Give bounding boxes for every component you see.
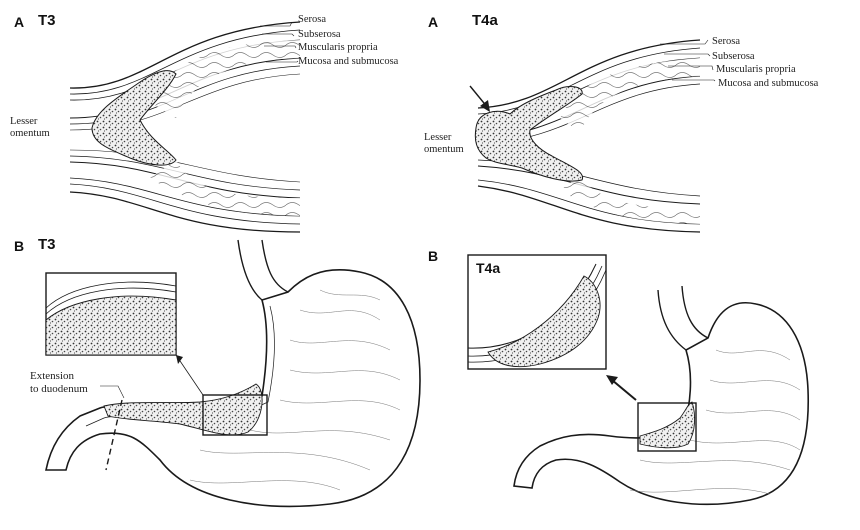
lesser-omentum-label-left: Lesser omentum (10, 116, 50, 140)
layer-label-serosa: Serosa (712, 36, 740, 47)
arrow-icon (469, 85, 490, 112)
layer-label-subserosa: Subserosa (298, 29, 341, 40)
layer-label-mucosa: Mucosa and submucosa (718, 78, 819, 89)
t3-stomach (45, 239, 421, 508)
lesser-omentum-line1: Lesser (424, 132, 452, 143)
lesser-omentum-line2: omentum (10, 128, 50, 139)
layer-label-mucosa: Mucosa and submucosa (298, 56, 399, 67)
layer-label-subserosa: Subserosa (712, 51, 755, 62)
t4a-detail-box (637, 402, 697, 452)
lesser-omentum-label-right: Lesser omentum (424, 132, 464, 156)
t3-detail-box (202, 394, 268, 436)
lesser-omentum-line2: omentum (424, 144, 464, 155)
duodenum-boundary-line (105, 399, 123, 471)
extension-to-duodenum-label: Extension to duodenum (30, 370, 88, 396)
layer-label-muscularis: Muscularis propria (716, 64, 796, 75)
panel-title-t4a-top: T4a (472, 12, 498, 29)
panel-letter-a-right: A (428, 14, 439, 30)
tumor-mass (103, 383, 263, 436)
panel-title-t3-top: T3 (38, 12, 56, 29)
t3-wall-section (69, 21, 301, 233)
arrow-icon (606, 375, 637, 401)
extension-line2: to duodenum (30, 383, 88, 395)
lesser-omentum-line1: Lesser (10, 116, 38, 127)
tumor-mass (474, 86, 584, 182)
tumor-mass (639, 401, 696, 449)
panel-letter-b-right: B (428, 248, 439, 264)
extension-line1: Extension (30, 370, 74, 382)
tumor-mass (91, 70, 177, 166)
t4a-stomach (467, 254, 810, 506)
layer-label-serosa: Serosa (298, 14, 326, 25)
panel-letter-b-left: B (14, 238, 25, 254)
t4a-layer-leaders (660, 39, 716, 82)
layer-label-muscularis: Muscularis propria (298, 42, 378, 53)
inset-title-t4a: T4a (476, 260, 501, 276)
t3-layer-leaders (260, 21, 299, 63)
panel-title-t3-bottom: T3 (38, 236, 56, 253)
t4a-wall-section (469, 39, 701, 233)
panel-letter-a-left: A (14, 14, 25, 30)
